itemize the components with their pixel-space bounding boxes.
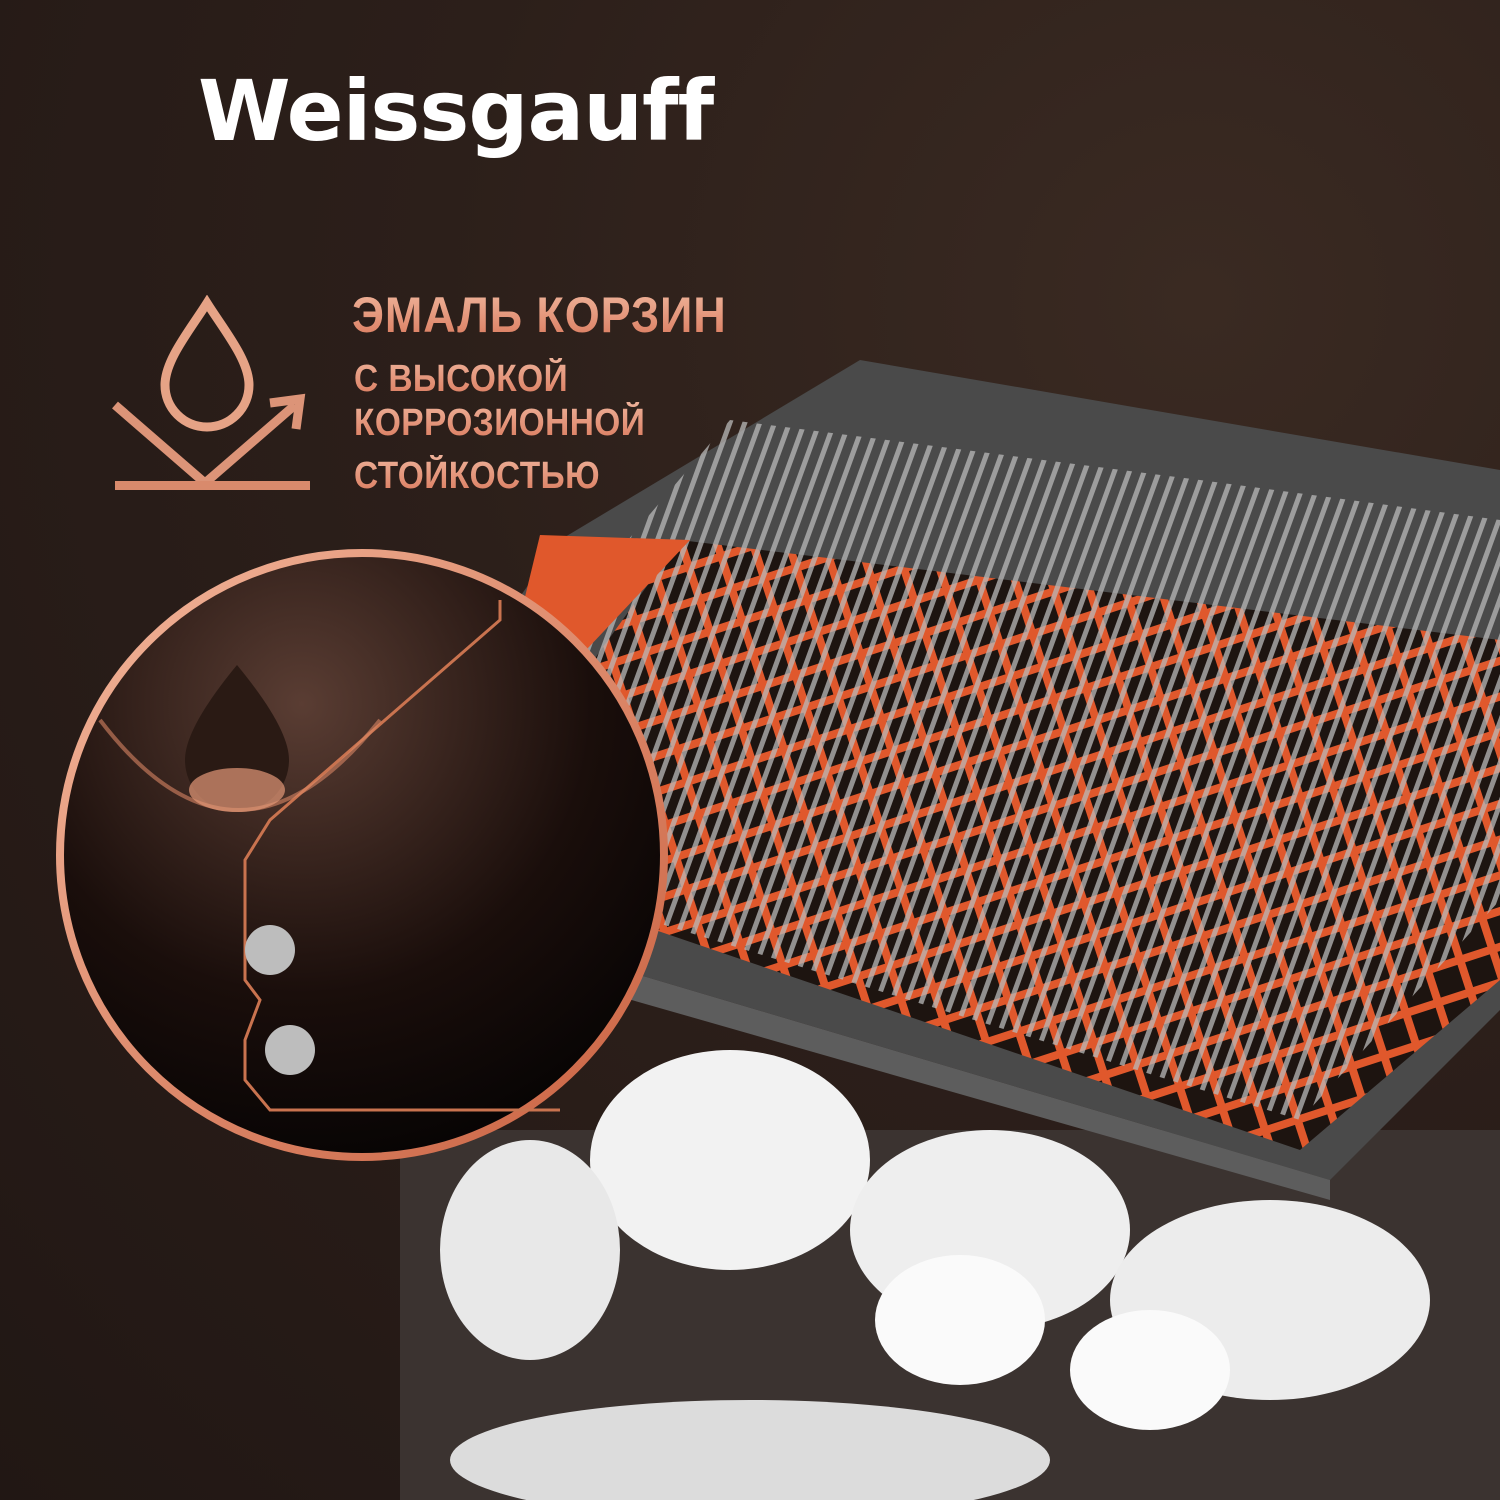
feature-title: ЭМАЛЬ КОРЗИН xyxy=(352,287,727,343)
cutlery-tray xyxy=(300,360,1500,1200)
enamel-closeup-callout xyxy=(56,549,668,1161)
feature-subtitle-line-2: КОРРОЗИОННОЙ xyxy=(354,402,646,444)
water-drop-repel-icon xyxy=(112,295,310,490)
feature-subtitle-line-1: С ВЫСОКОЙ xyxy=(354,358,569,400)
brand-logo: Weissgauff xyxy=(198,62,714,160)
feature-subtitle-line-3: СТОЙКОСТЬЮ xyxy=(354,455,601,497)
